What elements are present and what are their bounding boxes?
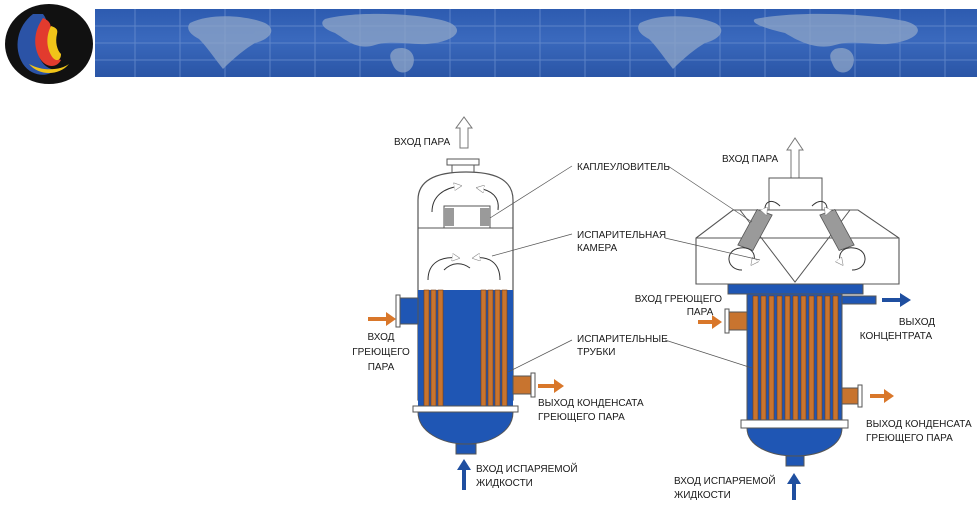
left-condensate-out-label-2: ГРЕЮЩЕГО ПАРА xyxy=(538,412,625,423)
right-concentrate-out-label-1: ВЫХОД xyxy=(899,317,935,328)
right-liquid-in-label-2: ЖИДКОСТИ xyxy=(674,490,731,501)
right-condensate-out-arrow xyxy=(870,389,894,403)
left-vapor-out-label: ВХОД ПАРА xyxy=(394,137,451,148)
right-evaporator xyxy=(695,137,911,500)
evaporation-chamber-label-1: ИСПАРИТЕЛЬНАЯ xyxy=(577,230,666,241)
leader-lines xyxy=(489,165,761,373)
world-map-icon xyxy=(95,9,977,77)
right-condensate-out-label-2: ГРЕЮЩЕГО ПАРА xyxy=(866,433,953,444)
world-map-banner xyxy=(95,9,977,77)
right-steam-in-label-1: ВХОД ГРЕЮЩЕГО xyxy=(635,294,722,305)
evaporation-tubes-label-2: ТРУБКИ xyxy=(577,347,616,358)
left-liquid-in-label-1: ВХОД ИСПАРЯЕМОЙ xyxy=(476,462,578,475)
left-condensate-out-label-1: ВЫХОД КОНДЕНСАТА xyxy=(538,398,644,409)
right-concentrate-out-arrow xyxy=(882,293,911,307)
vapor-out-arrow xyxy=(455,116,473,149)
left-liquid-in-label-2: ЖИДКОСТИ xyxy=(476,478,533,489)
left-steam-in-arrow xyxy=(368,312,396,326)
flame-drop-logo-icon xyxy=(5,4,93,84)
right-steam-in-label-2: ПАРА xyxy=(687,307,714,318)
left-liquid-in-arrow xyxy=(457,459,471,490)
left-condensate-out-arrow xyxy=(538,379,564,393)
left-steam-in-label-1: ВХОД xyxy=(368,332,395,343)
left-steam-in-label-2: ГРЕЮЩЕГО xyxy=(352,347,410,358)
droplet-separator-label: КАПЛЕУЛОВИТЕЛЬ xyxy=(577,162,670,173)
header xyxy=(0,0,977,90)
evaporation-tubes-label-1: ИСПАРИТЕЛЬНЫЕ xyxy=(577,334,668,345)
right-liquid-in-arrow xyxy=(787,473,801,500)
left-evaporator xyxy=(368,116,564,490)
evaporation-chamber-label-2: КАМЕРА xyxy=(577,243,617,254)
right-vapor-out-arrow xyxy=(786,137,804,179)
right-liquid-in-label-1: ВХОД ИСПАРЯЕМОЙ xyxy=(674,474,776,487)
right-condensate-out-label-1: ВЫХОД КОНДЕНСАТА xyxy=(866,419,972,430)
left-steam-in-label-3: ПАРА xyxy=(368,362,395,373)
right-steam-in-arrow xyxy=(698,315,722,329)
right-vapor-out-label: ВХОД ПАРА xyxy=(722,154,779,165)
right-concentrate-out-label-2: КОНЦЕНТРАТА xyxy=(860,331,933,342)
